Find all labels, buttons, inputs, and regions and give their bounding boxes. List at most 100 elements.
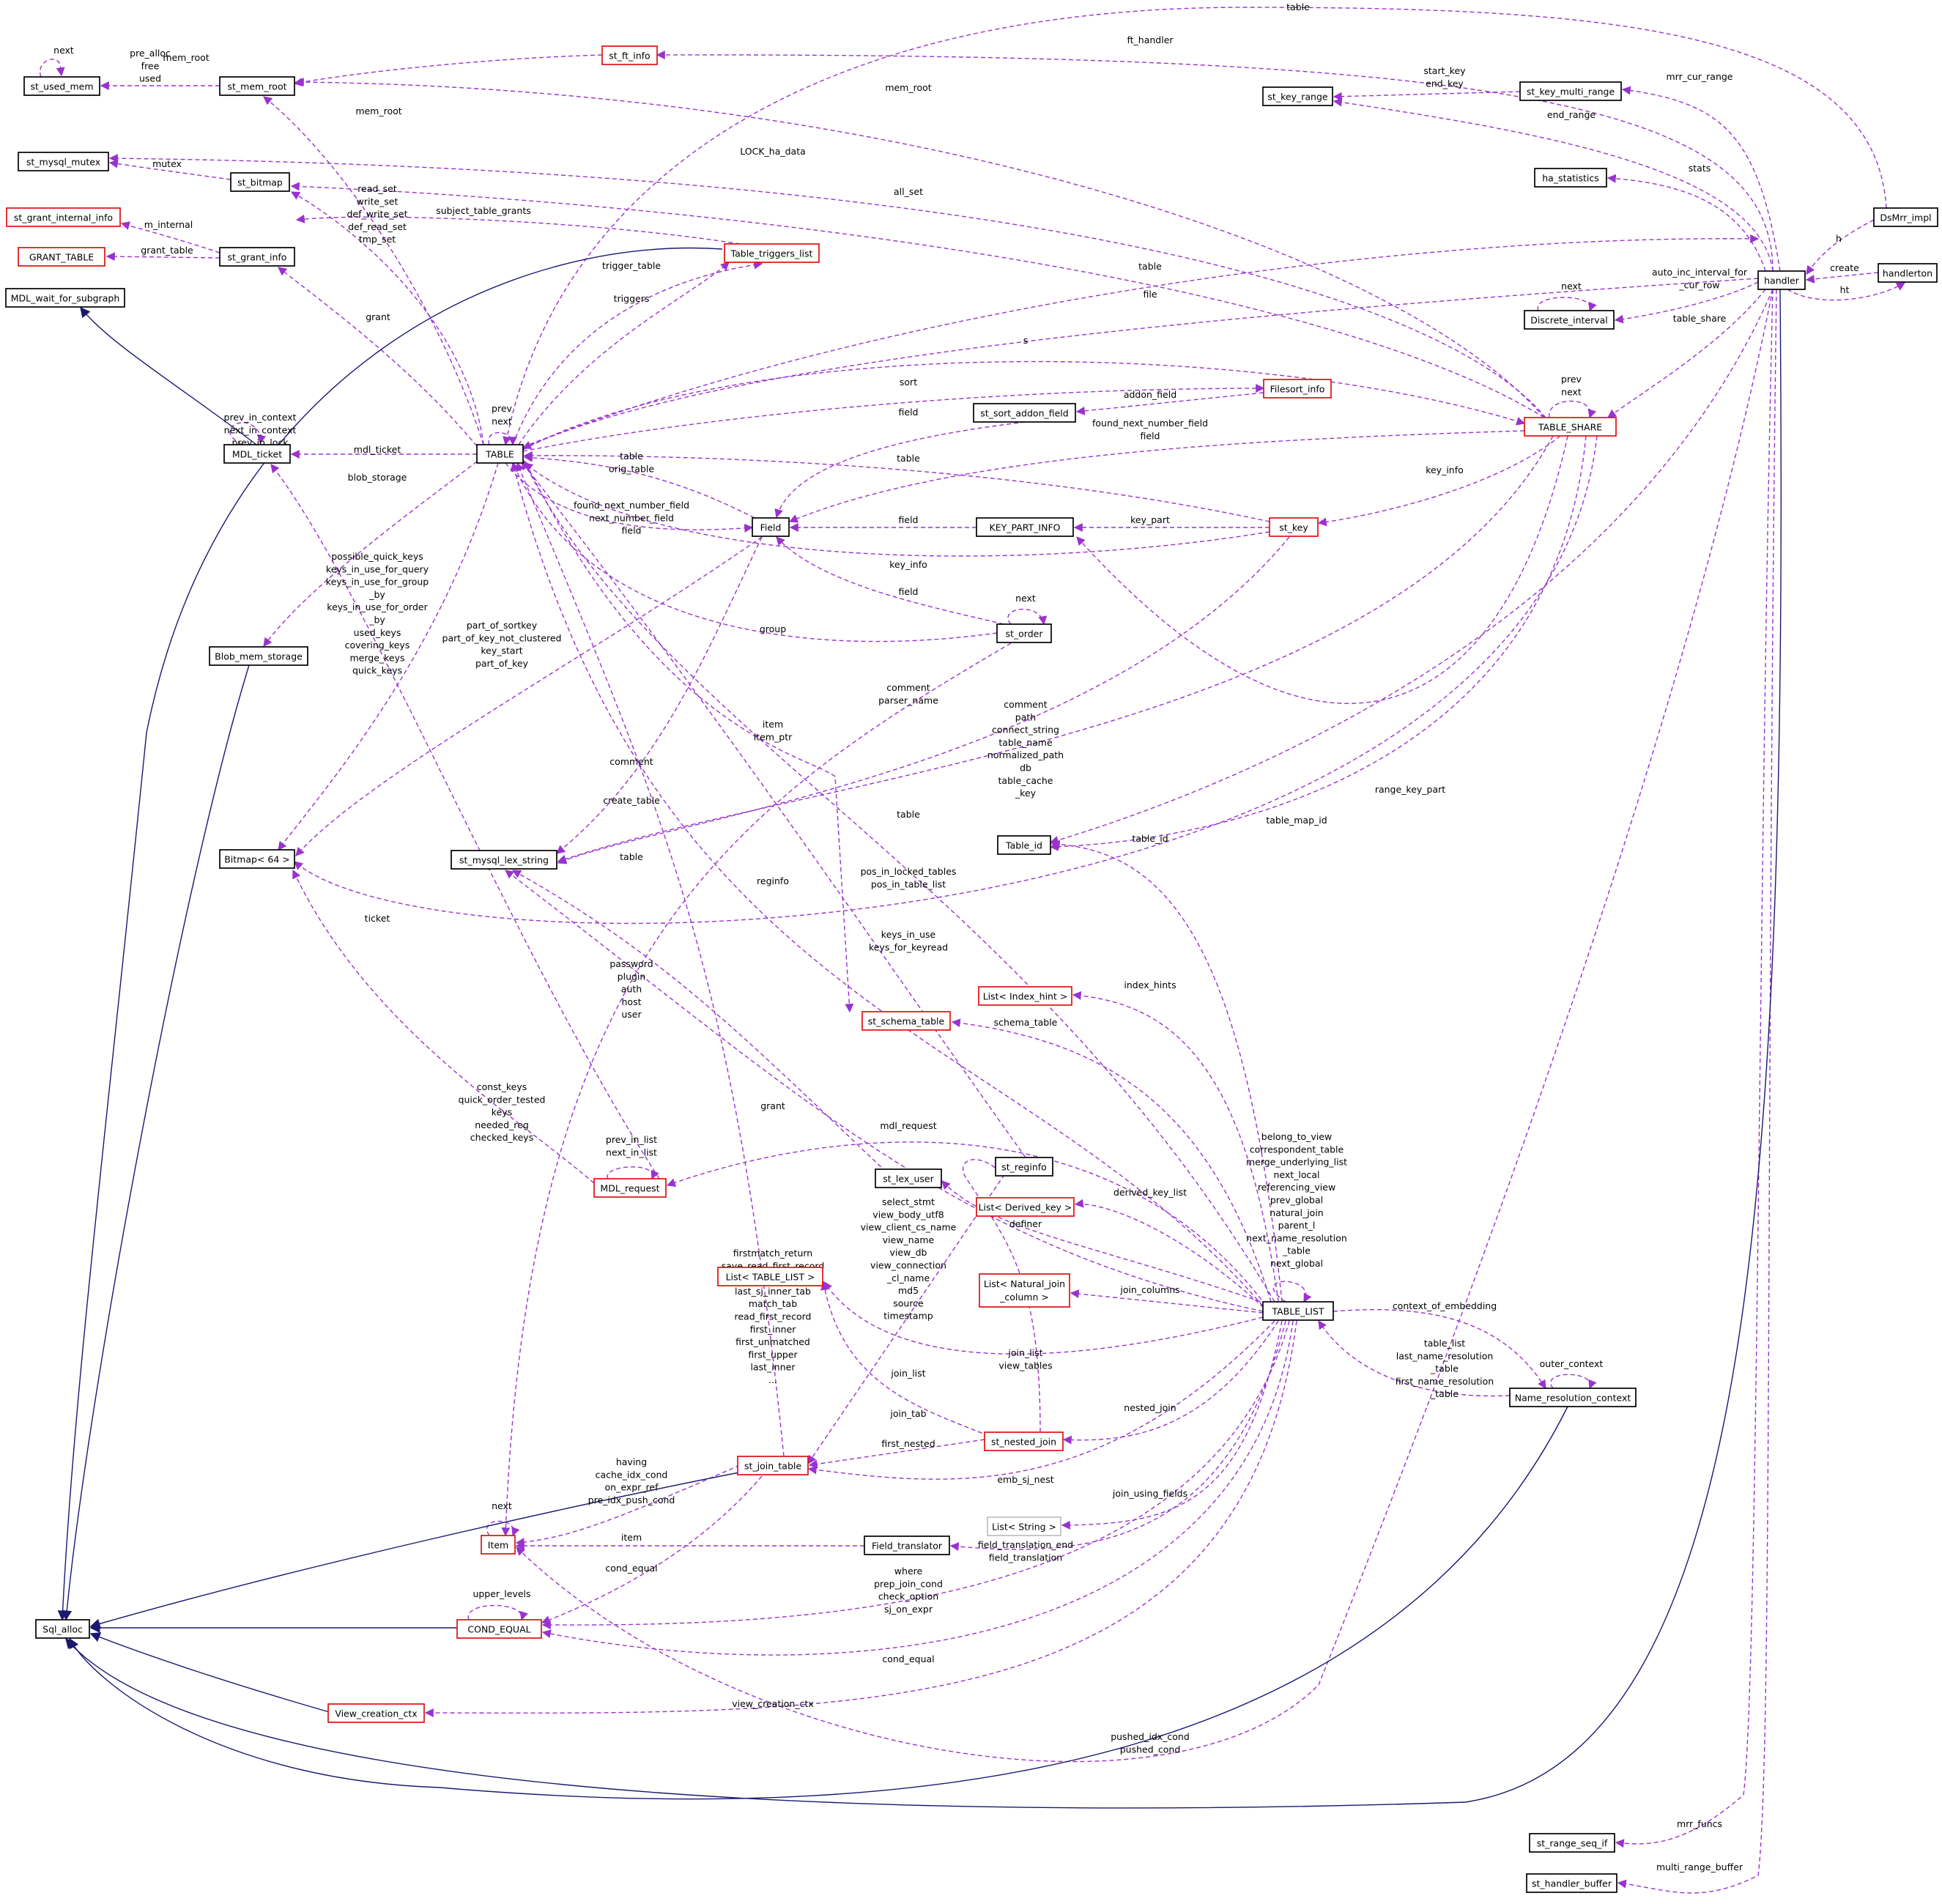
node-st-lex-user[interactable]: st_lex_user <box>875 1168 942 1188</box>
node-handler[interactable]: handler <box>1757 270 1806 290</box>
node-st-nested-join[interactable]: st_nested_join <box>984 1431 1064 1451</box>
edge-label: mdl_request <box>880 1120 936 1131</box>
edge-label-line: first_inner <box>750 1324 797 1335</box>
node-st-schema-table[interactable]: st_schema_table <box>861 1011 951 1031</box>
node-st-mysql-lex-string[interactable]: st_mysql_lex_string <box>451 850 557 870</box>
node-dsmrr-impl[interactable]: DsMrr_impl <box>1873 207 1938 227</box>
node-label: st_sort_addon_field <box>980 408 1068 419</box>
edge-label-line: def_write_set <box>346 209 407 220</box>
edge-label: end_range <box>1547 109 1596 120</box>
node-list-derived-key[interactable]: List< Derived_key > <box>976 1197 1075 1217</box>
usage-edge <box>505 870 1264 1312</box>
usage-edge <box>1607 289 1766 418</box>
edge-label-line: table <box>897 809 920 820</box>
node-st-ft-info[interactable]: st_ft_info <box>601 45 658 65</box>
edge-label-line: orig_table <box>609 463 654 474</box>
node-table[interactable]: TABLE <box>476 444 524 464</box>
usage-edge <box>516 289 1774 1763</box>
edge-label: join_list <box>890 1368 925 1379</box>
node-st-handler-buffer[interactable]: st_handler_buffer <box>1526 1873 1617 1893</box>
usage-edge <box>294 78 1545 418</box>
node-key-part-info[interactable]: KEY_PART_INFO <box>976 517 1074 537</box>
node-st-key-range[interactable]: st_key_range <box>1262 86 1333 106</box>
usage-edge <box>1076 435 1568 704</box>
node-st-sort-addon-field[interactable]: st_sort_addon_field <box>973 403 1076 423</box>
node-discrete-interval[interactable]: Discrete_interval <box>1524 310 1615 330</box>
edge-label-line: file <box>1143 289 1157 300</box>
edge-label-line: sort <box>900 377 917 388</box>
edge-label: upper_levels <box>472 1588 530 1599</box>
node-st-mysql-mutex[interactable]: st_mysql_mutex <box>18 152 109 171</box>
node-table-list[interactable]: TABLE_LIST <box>1262 1301 1334 1321</box>
node-sql-alloc[interactable]: Sql_alloc <box>35 1619 90 1639</box>
node-box <box>219 849 295 869</box>
edge-label: key_info <box>1426 464 1464 475</box>
node-blob-mem-storage[interactable]: Blob_mem_storage <box>209 646 308 666</box>
edge-label-line: item <box>621 1532 642 1543</box>
edge-label-line: quick_keys <box>352 665 402 676</box>
edge-label-line: first_name_resolution <box>1396 1376 1494 1387</box>
node-box <box>979 1273 1070 1308</box>
edge-label-line: first_unmatched <box>735 1336 810 1347</box>
node-ha-statistics[interactable]: ha_statistics <box>1534 168 1607 188</box>
node-list-natural-join-column[interactable]: List< Natural_join_column > <box>979 1273 1070 1308</box>
node-view-creation-ctx[interactable]: View_creation_ctx <box>327 1703 425 1723</box>
node-mdl-ticket[interactable]: MDL_ticket <box>223 444 291 464</box>
node-st-key[interactable]: st_key <box>1269 517 1319 537</box>
edge-label-line: view_creation_ctx <box>732 1698 814 1709</box>
edge-label: table <box>1138 261 1162 272</box>
node-table-id[interactable]: Table_id <box>997 835 1051 855</box>
node-list-string[interactable]: List< String > <box>987 1516 1061 1536</box>
node-handlerton[interactable]: handlerton <box>1878 263 1938 283</box>
edge-label-line: ft_handler <box>1127 34 1174 45</box>
node-list-table-list[interactable]: List< TABLE_LIST > <box>717 1267 823 1286</box>
node-box <box>987 1516 1061 1536</box>
node-cond-equal[interactable]: COND_EQUAL <box>456 1619 542 1639</box>
node-label: List< Natural_join_column > <box>984 1278 1065 1303</box>
node-st-grant-internal-info[interactable]: st_grant_internal_info <box>6 207 121 227</box>
node-item[interactable]: Item <box>481 1535 516 1555</box>
edge-label-line: merge_underlying_list <box>1246 1157 1347 1168</box>
node-field[interactable]: Field <box>752 517 790 537</box>
edge-label-line: create_table <box>603 795 660 806</box>
usage-edge <box>941 1180 1268 1305</box>
node-mdl-request[interactable]: MDL_request <box>593 1178 667 1198</box>
node-name-resolution-context[interactable]: Name_resolution_context <box>1509 1388 1637 1407</box>
edge-label-line: _key <box>1015 788 1037 799</box>
edge-label-line: index_hints <box>1124 979 1176 990</box>
edge-label: nested_join <box>1124 1402 1176 1413</box>
edge-label-line: grant <box>366 311 390 322</box>
node-st-key-multi-range[interactable]: st_key_multi_range <box>1519 81 1622 101</box>
edge-label-line: table <box>620 851 643 862</box>
node-st-order[interactable]: st_order <box>996 623 1052 643</box>
edge-label-line: pre_idx_push_cond <box>588 1494 675 1505</box>
usage-edge <box>290 182 1545 418</box>
node-grant-table[interactable]: GRANT_TABLE <box>18 247 105 267</box>
edge-label-line: source <box>893 1297 924 1308</box>
node-filesort-info[interactable]: Filesort_info <box>1263 379 1332 399</box>
node-table-triggers-list[interactable]: Table_triggers_list <box>724 243 820 263</box>
node-st-join-table[interactable]: st_join_table <box>737 1456 809 1475</box>
node-st-bitmap[interactable]: st_bitmap <box>230 172 290 192</box>
node-st-range-seq-if[interactable]: st_range_seq_if <box>1529 1833 1615 1853</box>
node-label: List< TABLE_LIST > <box>726 1272 815 1283</box>
edge-label-line: reginfo <box>757 875 789 886</box>
edge-label-line: _by <box>368 615 385 626</box>
usage-edge <box>1072 990 1279 1303</box>
node-field-translator[interactable]: Field_translator <box>864 1536 950 1555</box>
node-bitmap64[interactable]: Bitmap< 64 > <box>219 849 295 869</box>
edge-label: next <box>1561 281 1582 292</box>
node-st-mem-root[interactable]: st_mem_root <box>219 76 295 96</box>
node-st-used-mem[interactable]: st_used_mem <box>23 76 100 96</box>
node-st-reginfo[interactable]: st_reginfo <box>995 1157 1053 1177</box>
node-label: st_key <box>1279 522 1308 533</box>
node-table-share[interactable]: TABLE_SHARE <box>1524 417 1617 437</box>
node-box <box>476 444 524 464</box>
node-st-grant-info[interactable]: st_grant_info <box>219 247 295 267</box>
node-mdl-wait-for-subgraph[interactable]: MDL_wait_for_subgraph <box>5 288 125 308</box>
node-list-index-hint[interactable]: List< Index_hint > <box>978 986 1072 1006</box>
edge-label-line: keys <box>492 1107 512 1118</box>
